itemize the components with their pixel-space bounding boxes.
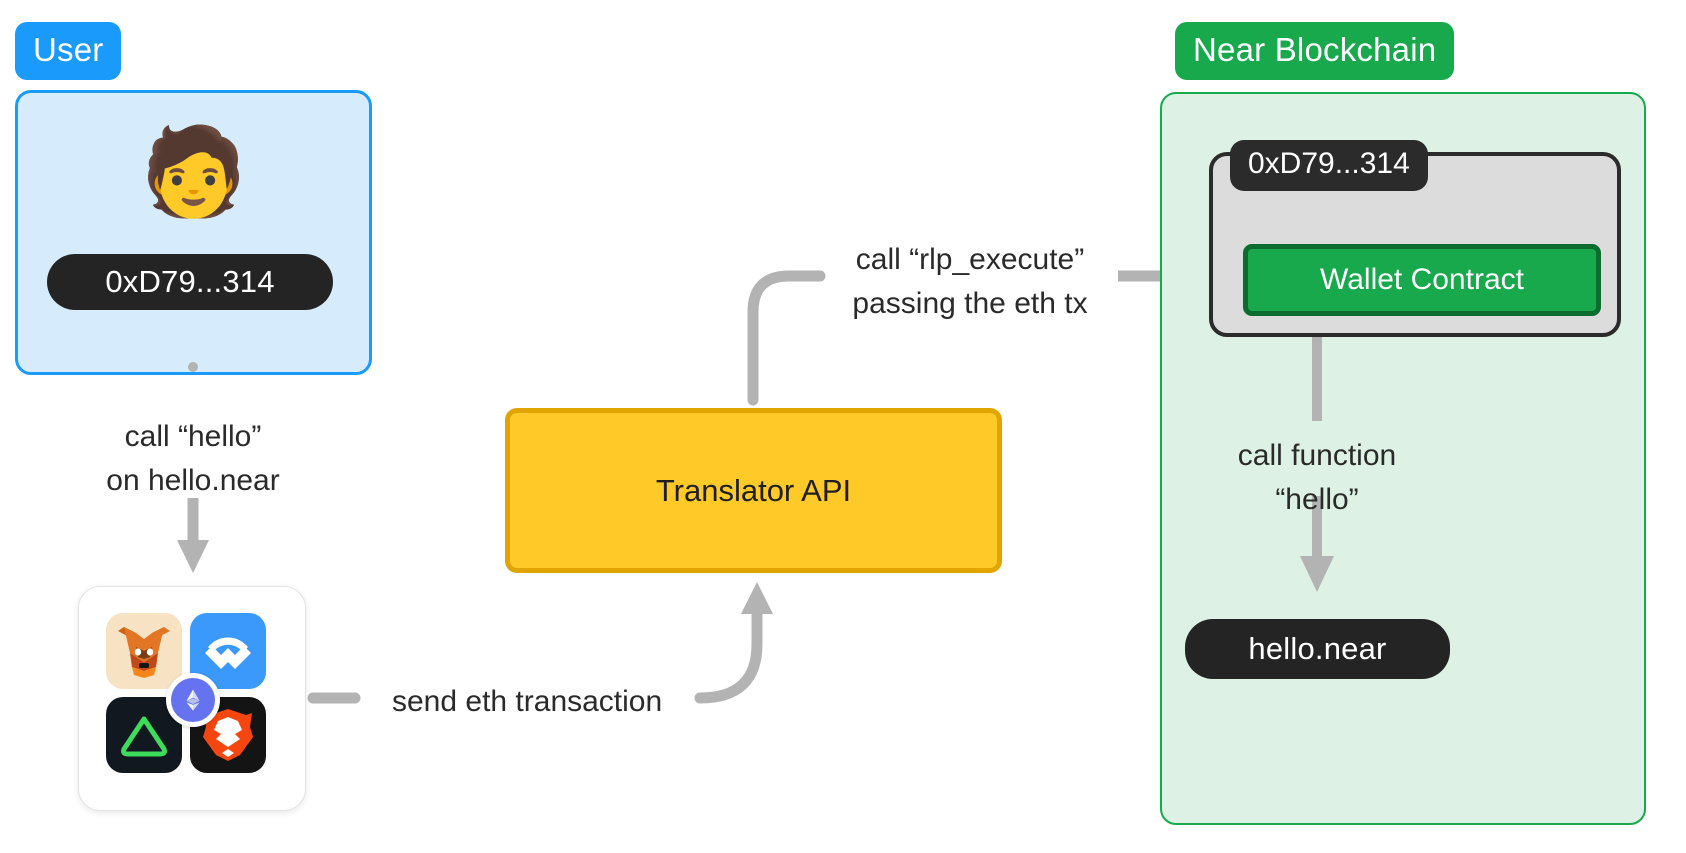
person-emoji-icon: 🧑	[139, 124, 248, 220]
group-container-near-blockchain: 0xD79...314 Wallet Contract call functio…	[1160, 92, 1646, 825]
metamask-icon[interactable]	[106, 613, 182, 689]
edge-label-user-to-wallet: call “hello” on hello.near	[106, 420, 280, 497]
contract-address-tag: 0xD79...314	[1230, 140, 1428, 191]
edge-label-send-eth-transaction: send eth transaction	[392, 685, 663, 718]
edge-label-call-function-hello: call function “hello”	[1237, 439, 1397, 516]
wallet-options-card[interactable]	[78, 586, 306, 811]
group-container-user: 🧑 0xD79...314	[15, 90, 372, 375]
hello-near-pill: hello.near	[1185, 619, 1450, 679]
wallet-contract-box[interactable]: Wallet Contract	[1243, 244, 1601, 316]
group-badge-near-blockchain: Near Blockchain	[1175, 22, 1455, 80]
wallet-contract-group: 0xD79...314 Wallet Contract	[1209, 140, 1621, 337]
translator-api-box[interactable]: Translator API	[505, 408, 1002, 573]
edge-label-rlp-execute: call “rlp_execute” passing the eth tx	[852, 243, 1088, 320]
group-badge-user: User	[15, 22, 122, 80]
user-address-pill: 0xD79...314	[47, 254, 333, 310]
ethereum-icon	[166, 673, 220, 727]
